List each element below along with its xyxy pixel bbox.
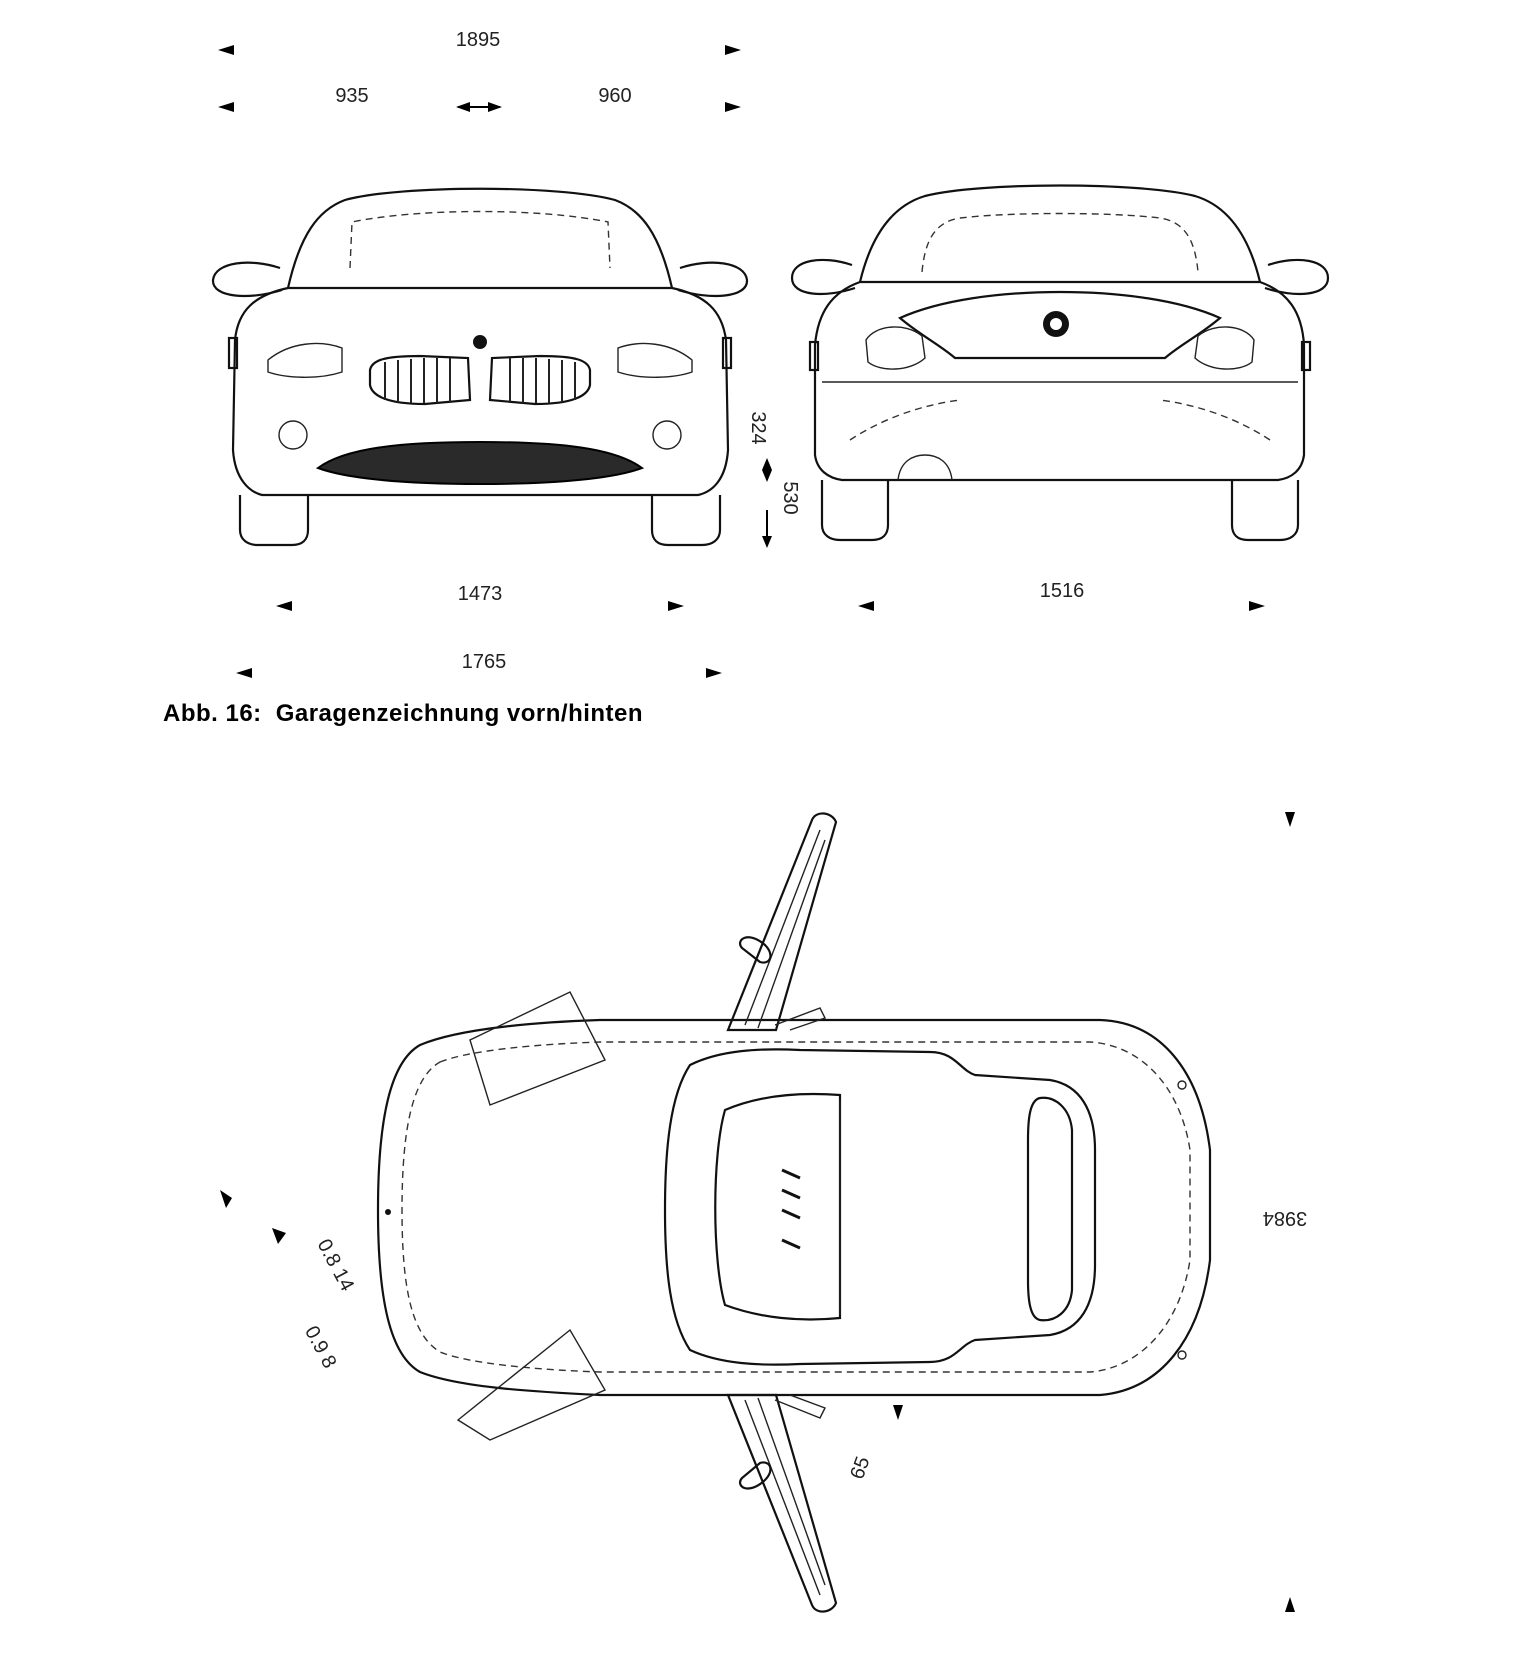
- dim-1765: 1765: [462, 651, 507, 673]
- arrow-down-icon: [762, 536, 772, 548]
- open-door-upper: [726, 812, 838, 1032]
- dimension-track-front: 1473: [276, 583, 684, 611]
- arrow-right-icon: [725, 102, 741, 112]
- arrow-down-icon: [762, 470, 772, 482]
- dimension-top-overall: 1895: [218, 29, 741, 55]
- dimension-door-angle: 65: [846, 1405, 903, 1482]
- arrow-right-icon: [488, 102, 502, 112]
- front-view-car: [211, 187, 749, 547]
- arrow-right-icon: [668, 601, 684, 611]
- lower-air-intake: [315, 440, 645, 486]
- dimension-door-opening: 0.8 14 0.9 8: [220, 1190, 358, 1372]
- caption-text: Garagenzeichnung vorn/hinten: [275, 700, 644, 727]
- arrow-up-icon: [762, 458, 772, 470]
- dim-door-b: 0.9 8: [300, 1322, 340, 1372]
- arrow-icon: [272, 1228, 286, 1244]
- arrow-left-icon: [236, 668, 252, 678]
- figure-caption: Abb. 16: Garagenzeichnung vorn/hinten: [163, 700, 657, 728]
- arrow-left-icon: [858, 601, 874, 611]
- bmw-logo-icon: [473, 335, 487, 349]
- arrow-icon: [220, 1190, 232, 1208]
- top-view-car: [376, 812, 1212, 1613]
- arrow-right-icon: [1249, 601, 1265, 611]
- dim-door-a: 0.8 14: [313, 1235, 359, 1294]
- dim-324: 324: [747, 411, 769, 444]
- dim-530: 530: [779, 481, 801, 514]
- dimension-top-halves: 935 960: [218, 85, 741, 112]
- arrow-right-icon: [725, 45, 741, 55]
- dim-1516: 1516: [1040, 580, 1085, 602]
- dim-3984: 3984: [1263, 1207, 1308, 1229]
- dimension-vertical-front: 324 530: [747, 411, 801, 548]
- arrow-left-icon: [218, 45, 234, 55]
- dim-1473: 1473: [458, 583, 503, 605]
- kidney-grille: [368, 354, 592, 406]
- dim-1895: 1895: [456, 29, 501, 51]
- arrow-left-icon: [276, 601, 292, 611]
- caption-prefix: Abb. 16:: [163, 700, 262, 727]
- open-door-lower: [726, 1393, 838, 1613]
- dim-960: 960: [598, 85, 631, 107]
- dim-65: 65: [846, 1454, 874, 1482]
- arrow-left-icon: [218, 102, 234, 112]
- rear-view-car: [790, 184, 1330, 542]
- dimension-body-width: 1765: [236, 651, 722, 678]
- arrow-up-icon: [1285, 1597, 1295, 1612]
- arrow-down-icon: [1285, 812, 1295, 827]
- dim-935: 935: [335, 85, 368, 107]
- dimension-length: 3984: [1263, 812, 1308, 1612]
- arrow-down-icon: [893, 1405, 903, 1420]
- arrow-left-icon: [456, 102, 470, 112]
- arrow-right-icon: [706, 668, 722, 678]
- dimension-track-rear: 1516: [858, 580, 1265, 611]
